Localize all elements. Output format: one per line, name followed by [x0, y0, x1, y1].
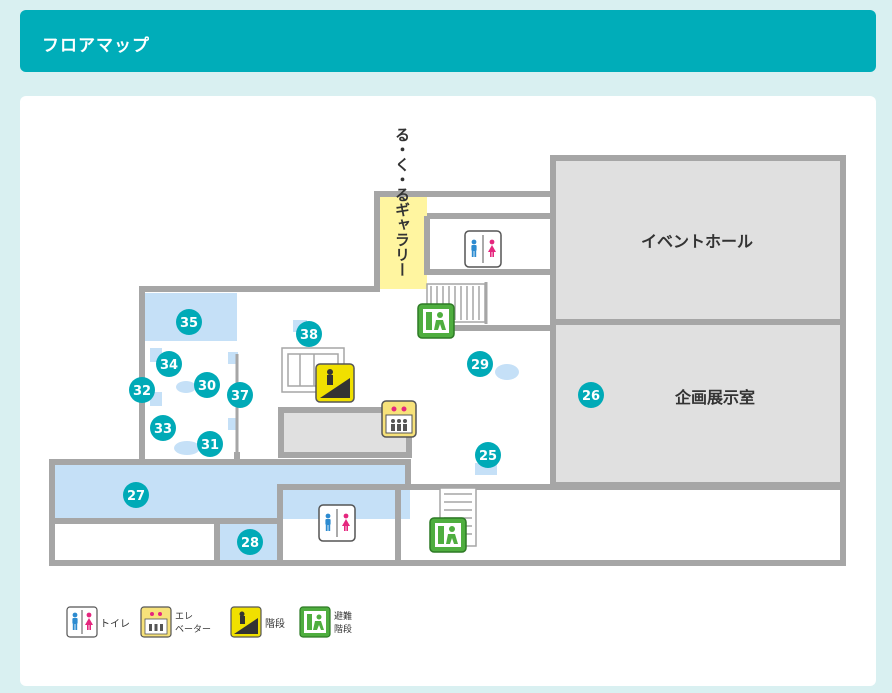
spot-number: 33 — [154, 422, 172, 437]
legend: トイレ エレ ベーター 階段 避難 階段 — [66, 606, 352, 638]
spot-marker-25[interactable]: 25 — [475, 442, 501, 468]
spot-marker-26[interactable]: 26 — [578, 382, 604, 408]
spot-number: 27 — [127, 489, 145, 504]
event-hall-label: イベントホール — [641, 232, 753, 251]
spot-marker-31[interactable]: 31 — [197, 431, 223, 457]
page-title: フロアマップ — [42, 36, 150, 56]
map-card: イベントホール 企画展示室 る・く・るギャラリー — [20, 96, 876, 686]
spot-number: 34 — [160, 358, 178, 373]
event-hall-room — [550, 155, 846, 325]
floor-map: イベントホール 企画展示室 る・く・るギャラリー — [49, 127, 846, 638]
spot-number: 32 — [133, 384, 151, 399]
spot-marker-28[interactable]: 28 — [237, 529, 263, 555]
legend-stairs-label: 階段 — [265, 617, 285, 630]
legend-elevator-icon — [140, 606, 172, 638]
spot-marker-30[interactable]: 30 — [194, 372, 220, 398]
stairs-icon — [315, 363, 355, 403]
legend-evacuation-label-1: 避難 — [334, 610, 352, 622]
exhibition-label: 企画展示室 — [674, 388, 755, 407]
elevator-icon — [381, 400, 417, 438]
spot-marker-37[interactable]: 35 — [176, 309, 202, 335]
spot-number: 25 — [479, 449, 497, 464]
gallery-room — [377, 194, 427, 289]
spot-marker-38[interactable]: 38 — [296, 321, 322, 347]
legend-stairs-icon — [230, 606, 262, 638]
gallery-label: る・く・るギャラリー — [393, 127, 411, 277]
spot-number: 26 — [582, 389, 600, 404]
exhibition-room — [550, 319, 846, 488]
spot-number: 29 — [471, 358, 489, 373]
spot-marker-27[interactable]: 27 — [123, 482, 149, 508]
spot-marker-29[interactable]: 29 — [467, 351, 493, 377]
toilet-icon-upper — [464, 230, 502, 268]
spot-marker-35[interactable]: 34 — [156, 351, 182, 377]
evacuation-icon-upper — [417, 303, 455, 339]
spot-marker-34[interactable]: 37 — [227, 382, 253, 408]
legend-elevator-label-2: ベーター — [175, 624, 211, 635]
spot-number: 35 — [180, 316, 198, 331]
spot-number: 37 — [231, 389, 249, 404]
legend-toilet-icon — [66, 606, 98, 638]
toilet-icon-lower — [318, 504, 356, 542]
legend-evacuation-label-2: 階段 — [334, 623, 352, 635]
spot-number: 31 — [201, 438, 219, 453]
spot-marker-33[interactable]: 33 — [150, 415, 176, 441]
spot-number: 38 — [300, 328, 318, 343]
page-header: フロアマップ — [20, 10, 876, 72]
legend-toilet-label: トイレ — [100, 619, 130, 630]
spot-marker-32[interactable]: 32 — [129, 377, 155, 403]
legend-evacuation-icon — [299, 606, 331, 638]
evacuation-icon-lower — [429, 517, 467, 553]
legend-elevator-label-1: エレ — [175, 612, 193, 622]
spot-number: 30 — [198, 379, 216, 394]
spot-number: 28 — [241, 536, 259, 551]
